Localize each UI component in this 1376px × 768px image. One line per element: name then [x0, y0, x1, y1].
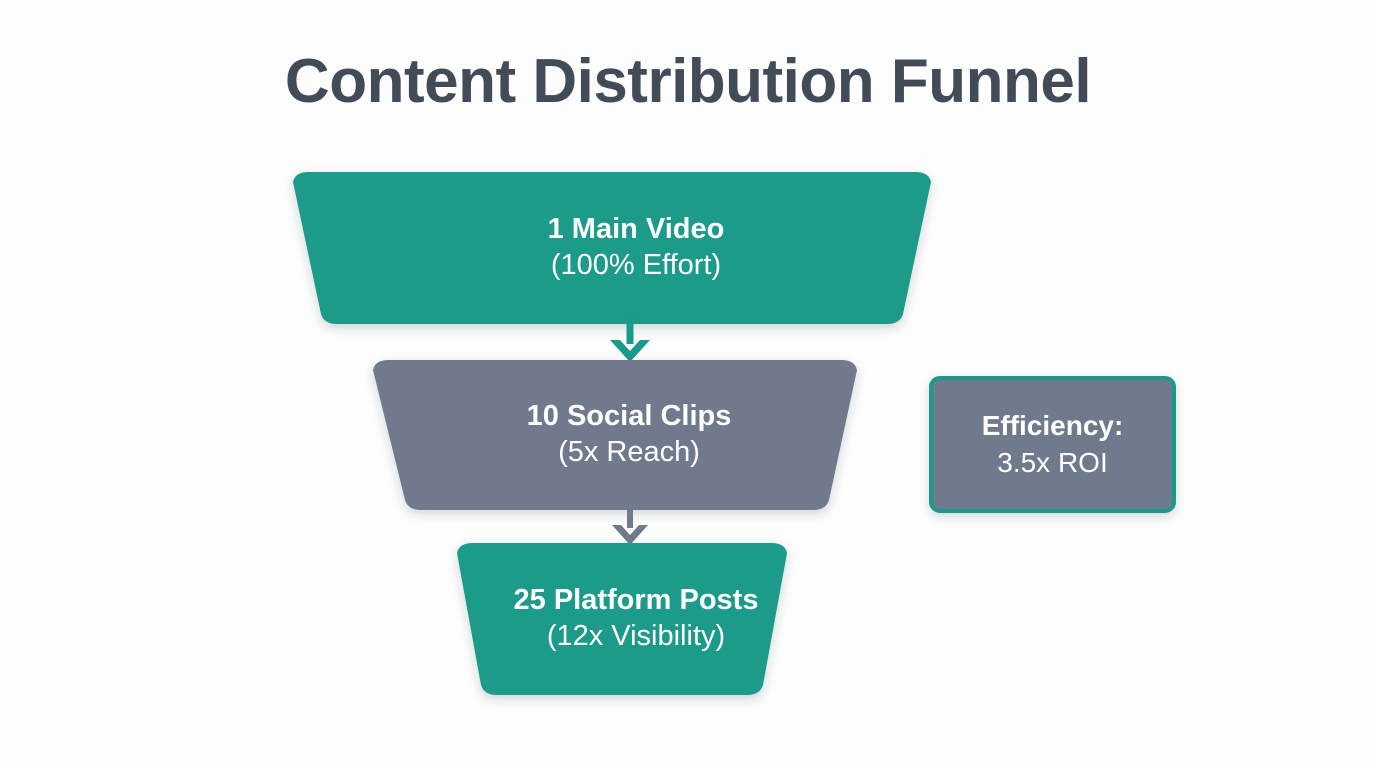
funnel-stage-2[interactable]: 10 Social Clips (5x Reach) — [363, 360, 867, 510]
funnel-connector-1 — [604, 318, 656, 366]
efficiency-callout[interactable]: Efficiency: 3.5x ROI — [929, 376, 1176, 513]
funnel-stage-1[interactable]: 1 Main Video (100% Effort) — [281, 172, 943, 324]
funnel-stage-1-shape — [281, 172, 943, 324]
efficiency-callout-value: 3.5x ROI — [997, 446, 1108, 478]
funnel-stage-3[interactable]: 25 Platform Posts (12x Visibility) — [448, 543, 796, 695]
funnel-connector-2 — [606, 504, 654, 549]
funnel-stage-3-shape — [448, 543, 796, 695]
funnel-stage-2-shape — [363, 360, 867, 510]
page-title: Content Distribution Funnel — [284, 47, 1092, 116]
efficiency-callout-title: Efficiency: — [981, 410, 1124, 442]
